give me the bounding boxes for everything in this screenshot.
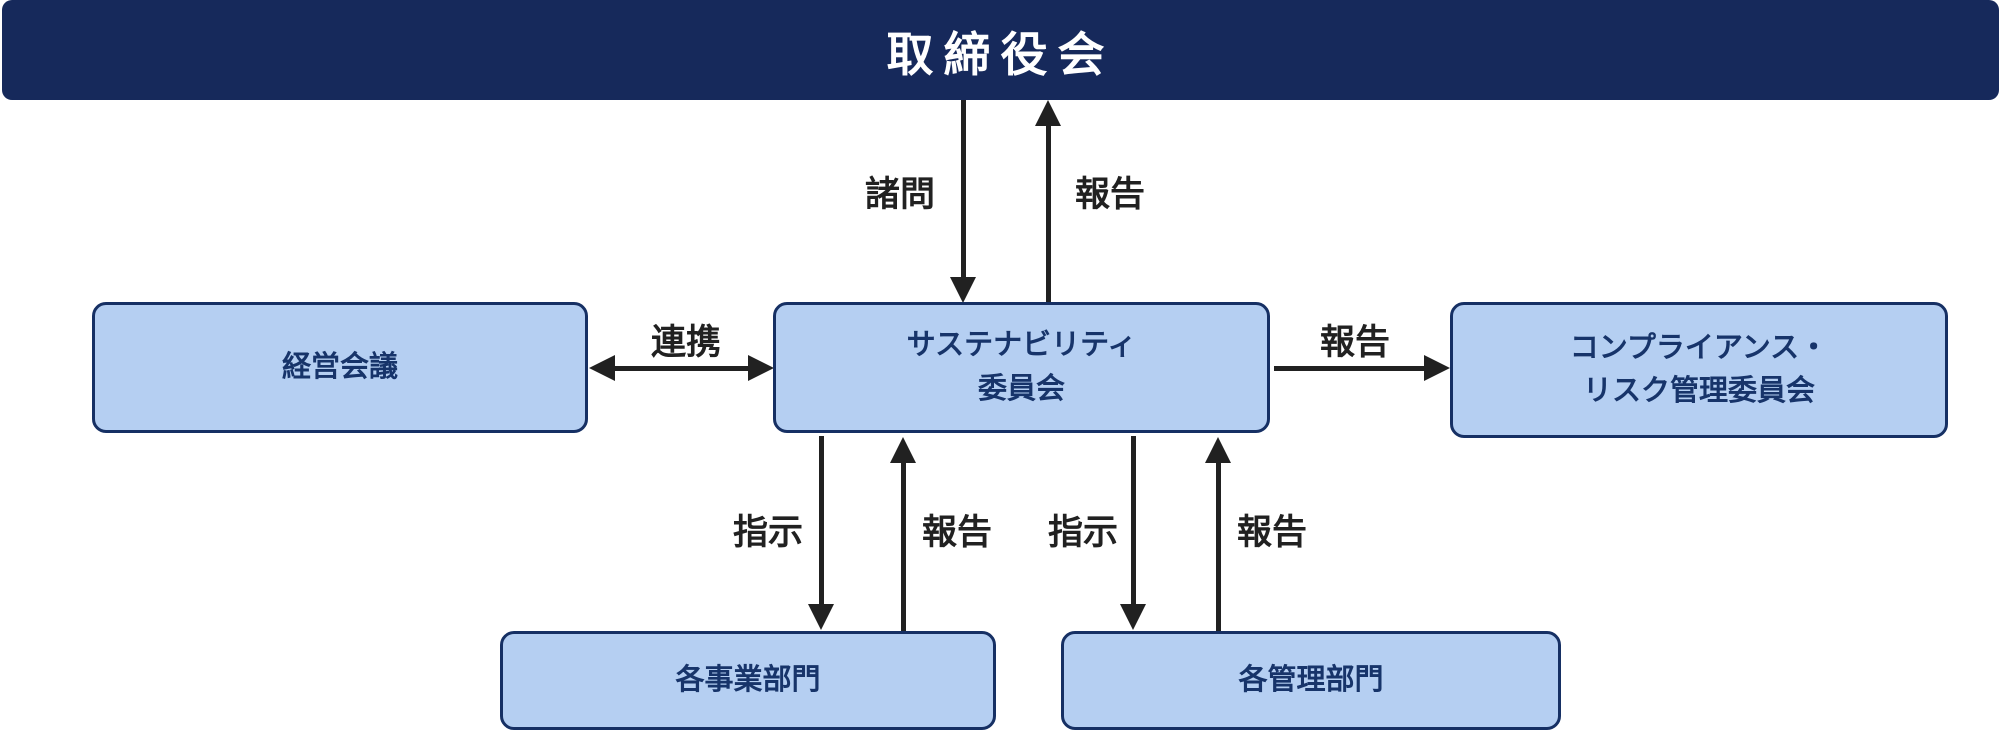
- arrow-link-left-head-icon: [589, 355, 615, 381]
- label-business-to-committee: 報告: [922, 513, 993, 552]
- label-management-link: 連携: [650, 323, 721, 362]
- node-management-meeting-label: 経営会議: [281, 350, 398, 383]
- board-of-directors-title: 取締役会: [886, 29, 1115, 82]
- label-committee-to-admin: 指示: [1047, 513, 1118, 552]
- label-committee-to-compliance: 報告: [1319, 323, 1390, 362]
- node-sustainability-committee: サステナビリティ 委員会: [773, 302, 1270, 433]
- node-compliance-risk-committee-label: コンプライアンス・ リスク管理委員会: [1570, 327, 1828, 414]
- node-business-divisions-label: 各事業部門: [675, 663, 821, 696]
- arrow-committee-to-compliance-line: [1274, 366, 1426, 371]
- arrow-link-right-head-icon: [748, 355, 774, 381]
- node-management-meeting: 経営会議: [92, 302, 588, 433]
- node-compliance-risk-committee: コンプライアンス・ リスク管理委員会: [1450, 302, 1948, 438]
- node-admin-divisions-label: 各管理部門: [1238, 663, 1384, 696]
- board-of-directors-banner: 取締役会: [2, 0, 1999, 100]
- arrow-committee-to-board-line: [1046, 124, 1051, 303]
- node-compliance-risk-committee-line1: コンプライアンス・: [1569, 331, 1829, 364]
- arrow-admin-to-committee-line: [1216, 462, 1221, 631]
- arrow-board-to-committee-head-icon: [950, 277, 976, 303]
- arrow-committee-to-business-line: [819, 436, 824, 606]
- arrow-link-line: [612, 366, 750, 371]
- node-sustainability-committee-line2: 委員会: [977, 372, 1065, 405]
- node-sustainability-committee-line1: サステナビリティ: [906, 329, 1137, 361]
- arrow-committee-to-compliance-head-icon: [1424, 355, 1450, 381]
- label-committee-to-business: 指示: [732, 513, 803, 552]
- arrow-committee-to-board-head-icon: [1035, 100, 1061, 126]
- node-admin-divisions: 各管理部門: [1061, 631, 1561, 730]
- arrow-committee-to-business-head-icon: [808, 604, 834, 630]
- node-compliance-risk-committee-line2: リスク管理委員会: [1582, 375, 1815, 407]
- label-admin-to-committee: 報告: [1237, 513, 1308, 552]
- arrow-board-to-committee-line: [961, 100, 966, 280]
- label-committee-to-board: 報告: [1075, 175, 1146, 214]
- label-board-to-committee: 諸問: [864, 175, 935, 214]
- node-sustainability-committee-label: サステナビリティ 委員会: [907, 324, 1137, 411]
- arrow-committee-to-admin-line: [1131, 436, 1136, 606]
- arrow-committee-to-admin-head-icon: [1120, 604, 1146, 630]
- arrow-admin-to-committee-head-icon: [1205, 437, 1231, 463]
- node-business-divisions: 各事業部門: [500, 631, 996, 730]
- arrow-business-to-committee-head-icon: [890, 437, 916, 463]
- arrow-business-to-committee-line: [901, 462, 906, 631]
